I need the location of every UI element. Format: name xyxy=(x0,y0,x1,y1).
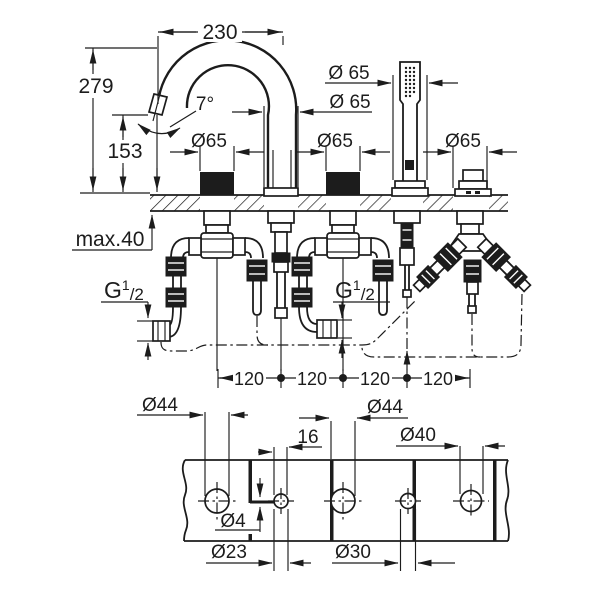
handle-1-cap xyxy=(200,172,234,195)
dim-pin-dia: Ø4 xyxy=(220,511,246,532)
dim-hole-spacing: 120 120 120 120 xyxy=(217,369,471,389)
thread-mid-g: G xyxy=(335,277,353,303)
handle-2-valve-assembly xyxy=(291,210,394,371)
deck-break-left xyxy=(181,459,189,542)
hand-shower-escutcheon xyxy=(391,187,429,197)
dim-hole2-dia: Ø23 xyxy=(211,542,247,563)
dim-handshower-escutcheon-dia: Ø 65 xyxy=(328,63,369,84)
dim-hole5-dia: Ø40 xyxy=(400,425,436,446)
handle-2-cap xyxy=(326,172,360,195)
dim-thread-left: G1/2 xyxy=(101,277,153,360)
hose-routing-lines xyxy=(160,293,523,371)
dim-spout-angle: 7° xyxy=(196,94,214,115)
thread-mid-den: /2 xyxy=(361,285,375,304)
deck-break-right xyxy=(504,459,510,542)
dim-deck-thickness: max.40 xyxy=(76,228,145,251)
section-bar-4 xyxy=(493,460,497,541)
diverter-assembly xyxy=(412,210,532,314)
dim-thread-mid: G1/2 xyxy=(333,277,390,358)
handle-1-valve-assembly xyxy=(152,210,268,371)
g-half-fitting-left xyxy=(152,320,171,342)
thread-left-g: G xyxy=(104,277,122,303)
dim-spout-escutcheon-dia: Ø 65 xyxy=(329,92,370,113)
deck-plan-view: Ø44 Ø44 16 Ø40 Ø4 xyxy=(137,395,510,571)
dim-spout-reach: 230 xyxy=(202,21,237,44)
dim-total-height: 279 xyxy=(78,75,113,98)
g-half-fitting-mid xyxy=(316,319,338,339)
dim-hole3-dia: Ø44 xyxy=(367,397,403,418)
hand-shower xyxy=(391,61,429,197)
mounting-holes xyxy=(198,482,489,520)
dimensions-bottom-view: Ø44 Ø44 16 Ø40 Ø4 xyxy=(137,395,505,571)
spout-tailpiece xyxy=(267,210,295,371)
spray-face xyxy=(404,66,416,98)
dimensions-top-view: 230 279 153 7° xyxy=(70,21,517,389)
diverter-escutcheon xyxy=(454,188,492,197)
dim-spacing-2: 120 xyxy=(297,369,327,389)
dim-slot-offset: 16 xyxy=(297,427,318,448)
svg-text:G1/2: G1/2 xyxy=(104,277,144,304)
spout-escutcheon xyxy=(263,187,299,197)
dim-outlet-height: 153 xyxy=(107,140,142,163)
dim-hole4-dia: Ø30 xyxy=(335,542,371,563)
dim-spacing-4: 120 xyxy=(423,369,453,389)
dim-handle2-dia: Ø65 xyxy=(317,131,353,152)
hand-shower-tail xyxy=(393,210,421,298)
side-elevation-view: 230 279 153 7° xyxy=(70,21,532,389)
diverter xyxy=(454,169,492,197)
spout-outlet xyxy=(147,92,169,117)
dim-handle1-dia: Ø65 xyxy=(191,131,227,152)
dim-spacing-3: 120 xyxy=(360,369,390,389)
thread-left-num: 1 xyxy=(122,277,130,293)
thread-left-den: /2 xyxy=(130,285,144,304)
svg-text:G1/2: G1/2 xyxy=(335,277,375,304)
thread-mid-num: 1 xyxy=(353,277,361,293)
dim-hole1-dia: Ø44 xyxy=(142,395,178,416)
dim-spacing-1: 120 xyxy=(234,369,264,389)
dim-diverter-dia: Ø65 xyxy=(445,131,481,152)
section-bar-1 xyxy=(248,460,252,503)
